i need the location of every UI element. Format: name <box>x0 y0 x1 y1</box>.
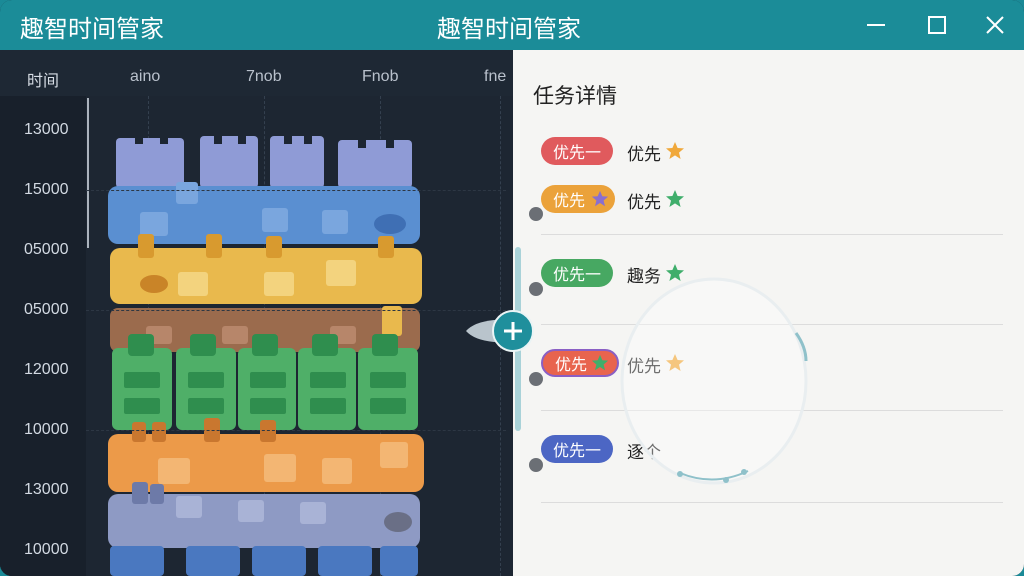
task-block <box>238 348 296 430</box>
time-column-header: 时间 <box>27 71 60 90</box>
task-name: 逐个 <box>627 443 661 463</box>
task-block <box>358 348 418 430</box>
divider <box>541 410 1003 411</box>
task-name: 优先 <box>627 357 661 377</box>
task-name: 优先 <box>627 145 661 165</box>
task-block <box>176 348 236 430</box>
task-block <box>186 546 240 576</box>
column-label: Fnob <box>362 68 399 85</box>
task-item[interactable]: 优先一 优先 <box>513 137 1024 177</box>
title-bar: 趣智时间管家 趣智时间管家 <box>0 0 1024 50</box>
timeline-dot <box>529 207 543 221</box>
time-axis <box>0 96 86 576</box>
plus-icon <box>504 322 522 340</box>
column-label: fne <box>484 68 507 85</box>
badge-label: 优先一 <box>553 143 602 162</box>
task-block <box>200 136 258 188</box>
row-label: 10000 <box>24 421 69 438</box>
timeline-dot <box>529 458 543 472</box>
column-label: 7nob <box>246 68 282 85</box>
schedule-pane: 时间 aino 7nob Fnob fne 13000 15000 05000 … <box>0 50 513 576</box>
maximize-button[interactable] <box>917 8 957 42</box>
app-title: 趣智时间管家 <box>20 15 164 43</box>
grid-line <box>86 190 506 191</box>
star-icon <box>591 354 609 371</box>
column-label: aino <box>130 68 161 85</box>
task-block <box>110 546 164 576</box>
row-label: 12000 <box>24 361 69 378</box>
badge-label: 优先一 <box>553 265 602 284</box>
axis-line <box>87 98 89 248</box>
row-label: 13000 <box>24 121 69 138</box>
schedule-header: 时间 aino 7nob Fnob fne <box>0 50 513 96</box>
badge-label: 优先 <box>553 191 586 210</box>
row-label: 13000 <box>24 481 69 498</box>
badge-label: 优先一 <box>553 441 602 460</box>
task-item[interactable]: 优先 优先 <box>513 185 1024 225</box>
row-label: 05000 <box>24 301 69 318</box>
task-block <box>338 140 412 188</box>
maximize-icon <box>928 16 946 34</box>
task-block <box>270 136 324 188</box>
add-task-button[interactable] <box>464 308 536 354</box>
grid-line <box>86 430 506 431</box>
task-block <box>112 348 172 430</box>
badge-label: 优先 <box>555 355 588 374</box>
star-icon <box>666 354 684 371</box>
star-icon <box>666 264 684 281</box>
priority-badge: 优先一 <box>541 259 614 287</box>
star-icon <box>591 190 609 207</box>
minimize-icon <box>867 24 885 26</box>
priority-badge: 优先一 <box>541 435 614 463</box>
star-icon <box>666 190 684 207</box>
row-label: 05000 <box>24 241 69 258</box>
details-title: 任务详情 <box>533 84 617 108</box>
priority-badge: 优先一 <box>541 137 614 165</box>
task-item[interactable]: 优先 优先 <box>513 349 1024 389</box>
task-block <box>318 546 372 576</box>
task-details-pane: 任务详情 优先一 优先 优先 优先 优先一 趣务 优先 优先 <box>513 50 1024 576</box>
timeline-dot <box>529 282 543 296</box>
grid-line <box>86 310 506 311</box>
priority-badge: 优先 <box>541 349 620 377</box>
task-block <box>252 546 306 576</box>
task-block <box>116 138 184 188</box>
divider <box>541 234 1003 235</box>
task-block <box>380 546 418 576</box>
task-name: 优先 <box>627 193 661 213</box>
row-label: 10000 <box>24 541 69 558</box>
divider <box>541 502 1003 503</box>
close-icon <box>986 16 1004 34</box>
task-item[interactable]: 优先一 趣务 <box>513 259 1024 299</box>
divider <box>541 324 1003 325</box>
task-blocks-illustration <box>108 130 424 576</box>
timeline-dot <box>529 372 543 386</box>
window-title: 趣智时间管家 <box>437 15 581 43</box>
task-block <box>298 348 356 430</box>
task-name: 趣务 <box>627 267 661 287</box>
minimize-button[interactable] <box>856 8 896 42</box>
row-label: 15000 <box>24 181 69 198</box>
task-item[interactable]: 优先一 逐个 <box>513 435 1024 475</box>
close-button[interactable] <box>975 8 1015 42</box>
star-icon <box>666 142 684 159</box>
